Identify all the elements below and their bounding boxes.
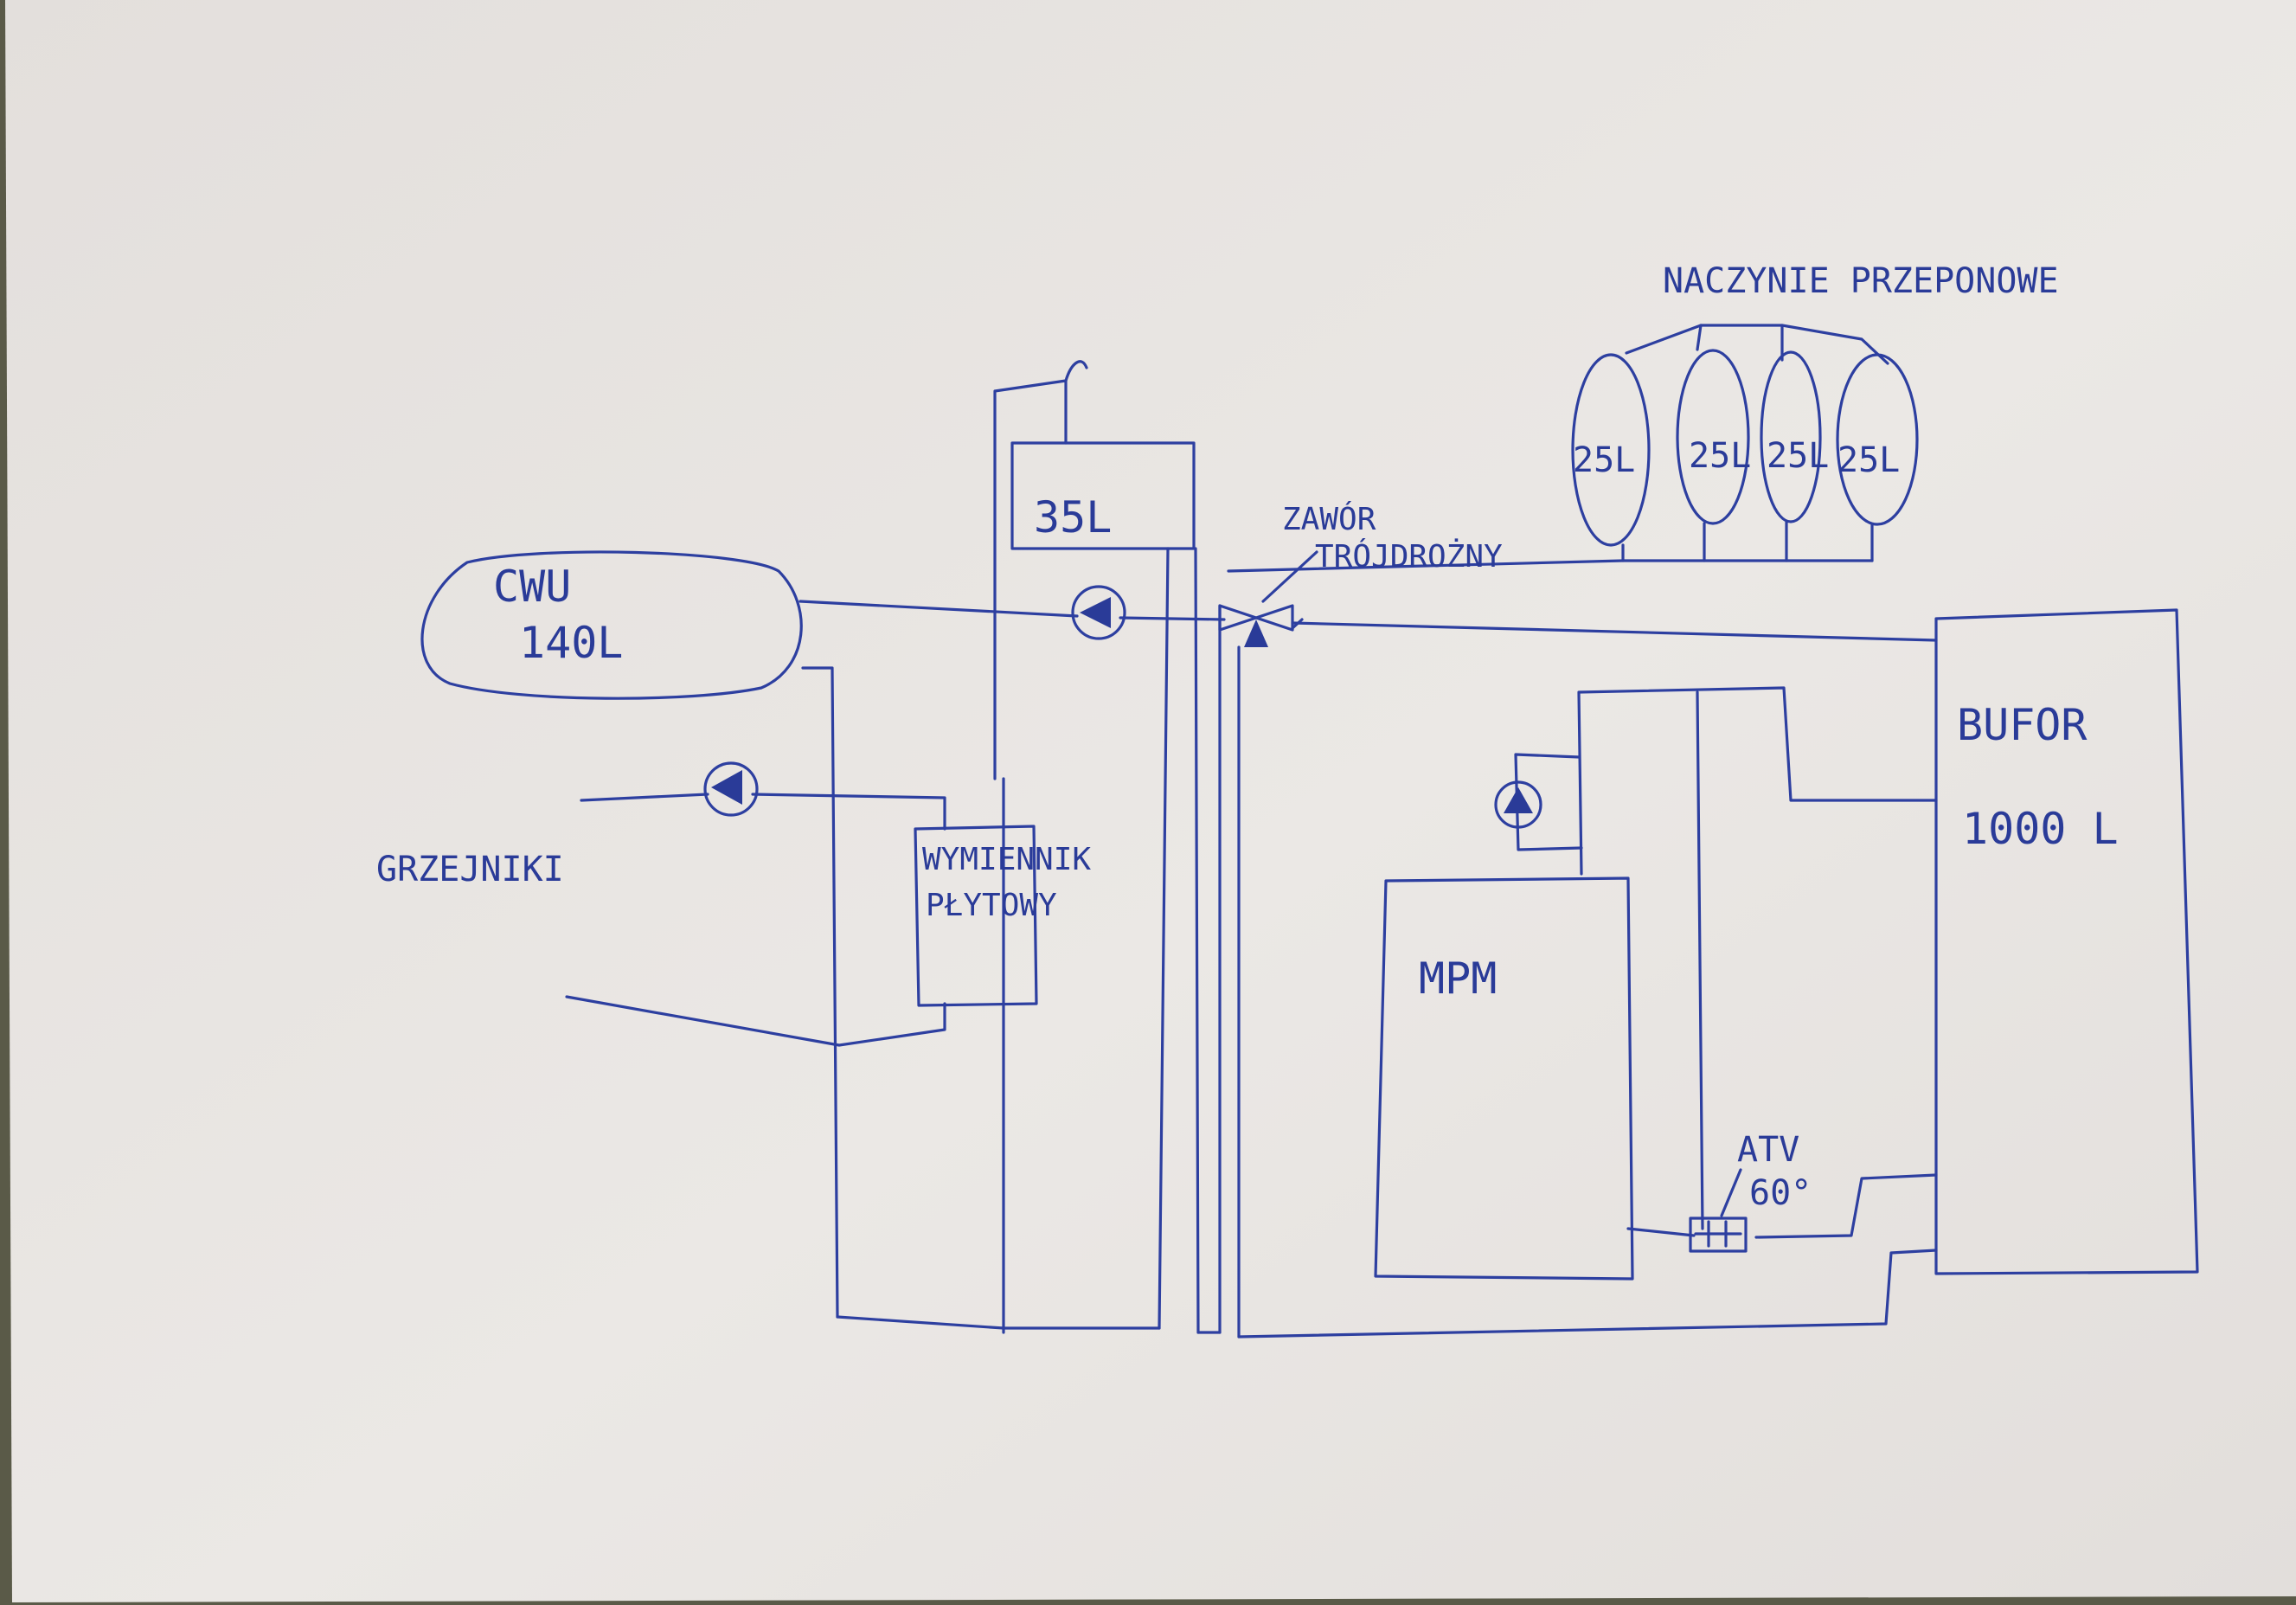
radiators-group: GRZEJNIKI	[376, 793, 946, 1047]
valve-triangle-bottom	[1244, 620, 1268, 647]
plate-exchanger	[914, 825, 1038, 1007]
buffer-label-line2: 1000 L	[1962, 804, 2119, 854]
atv-valve-detail	[1694, 1220, 1742, 1248]
vessel-4-label: 25L	[1837, 440, 1900, 480]
pump-cwu	[1071, 585, 1126, 640]
valve-port	[1291, 618, 1304, 630]
vent-hook	[1064, 360, 1088, 382]
three-way-valve-group: ZAWÓR TRÓJDROŻNY	[1218, 501, 1938, 1339]
buffer-return-pipe	[1754, 1173, 1938, 1239]
expansion-vessels-group: NACZYNIE PRZEPONOWE 25L 25L 25L 25L	[1227, 261, 2059, 573]
buffer-group: BUFOR 1000 L	[1237, 608, 2199, 1339]
expansion-vessel-3	[1760, 350, 1822, 523]
boiler-group: MPM	[1374, 753, 1696, 1281]
pump-radiators-icon	[711, 770, 742, 805]
cwu-label-line2: 140L	[519, 618, 623, 668]
radiators-supply-pipe	[580, 793, 709, 802]
vessel-35l-group: 35L	[993, 360, 1200, 1334]
riser-35l-a	[1158, 547, 1170, 1330]
atv-label-line1: ATV	[1737, 1130, 1799, 1170]
expansion-vessel-4	[1836, 353, 1919, 526]
vessel-3-label: 25L	[1767, 436, 1829, 476]
buffer-label-line1: BUFOR	[1957, 700, 2088, 750]
cwu-label-line1: CWU	[493, 562, 571, 612]
valve-label-line2: TRÓJDROŻNY	[1315, 538, 1503, 575]
pump-boiler-icon	[1504, 787, 1533, 813]
vessels-collector-pipe	[1227, 559, 1874, 573]
vessels-top-branch	[1696, 324, 1703, 351]
valve-label-leader	[1261, 550, 1318, 603]
vessel-35l-box	[1010, 441, 1196, 550]
cwu-return-pipe	[801, 666, 839, 1319]
atv-valve	[1689, 1217, 1748, 1253]
valve-to-buffer-pipe	[1291, 621, 1938, 642]
bottom-header-left	[836, 1315, 1161, 1330]
pump-boiler	[1494, 780, 1542, 829]
pump-radiators	[703, 761, 759, 817]
exchanger-label-line1: WYMIENNIK	[922, 842, 1091, 877]
riser-35l-b	[1194, 547, 1200, 1334]
pump-to-exchanger-pipe	[751, 793, 946, 831]
radiators-label: GRZEJNIKI	[376, 850, 564, 889]
vent-pipe	[993, 379, 1068, 780]
tanks-title: NACZYNIE PRZEPONOWE	[1663, 261, 2059, 301]
boiler-label: MPM	[1419, 953, 1497, 1004]
atv-label-leader	[1720, 1168, 1742, 1217]
cwu-group: CWU 140L	[420, 550, 1226, 1319]
valve-label-line1: ZAWÓR	[1282, 501, 1376, 537]
expansion-vessel-2	[1676, 349, 1750, 525]
buffer-supply-loop	[1577, 686, 1938, 876]
plate-exchanger-group: WYMIENNIK PŁYTOWY	[914, 825, 1091, 1007]
atv-valve-group: ATV 60°	[1689, 1130, 1812, 1253]
pump-cwu-circle	[1071, 585, 1126, 640]
pump-boiler-circle	[1494, 780, 1542, 829]
cwu-tank	[420, 550, 803, 700]
pump-radiators-circle	[703, 761, 759, 817]
radiators-return-pipe	[565, 995, 946, 1047]
buffer-bottom-pipe	[1237, 1249, 1938, 1339]
cwu-supply-pipe	[798, 600, 1079, 618]
vessel-35l-label: 35L	[1034, 492, 1112, 542]
mpm-return-riser	[1696, 690, 1704, 1230]
paper-background	[5, 0, 2296, 1602]
expansion-vessel-1	[1571, 353, 1651, 547]
pump-to-valve-pipe	[1119, 616, 1226, 621]
vessel-1-label: 25L	[1573, 440, 1635, 480]
buffer-tank	[1934, 608, 2199, 1275]
boiler-mpm	[1374, 876, 1634, 1281]
atv-label-line2: 60°	[1749, 1173, 1812, 1213]
vessel-2-label: 25L	[1689, 436, 1751, 476]
exchanger-label-line2: PŁYTOWY	[926, 888, 1057, 923]
pump-cwu-icon	[1080, 597, 1111, 628]
valve-triangle-right	[1254, 604, 1294, 632]
boiler-to-atv-pipe	[1626, 1227, 1696, 1237]
